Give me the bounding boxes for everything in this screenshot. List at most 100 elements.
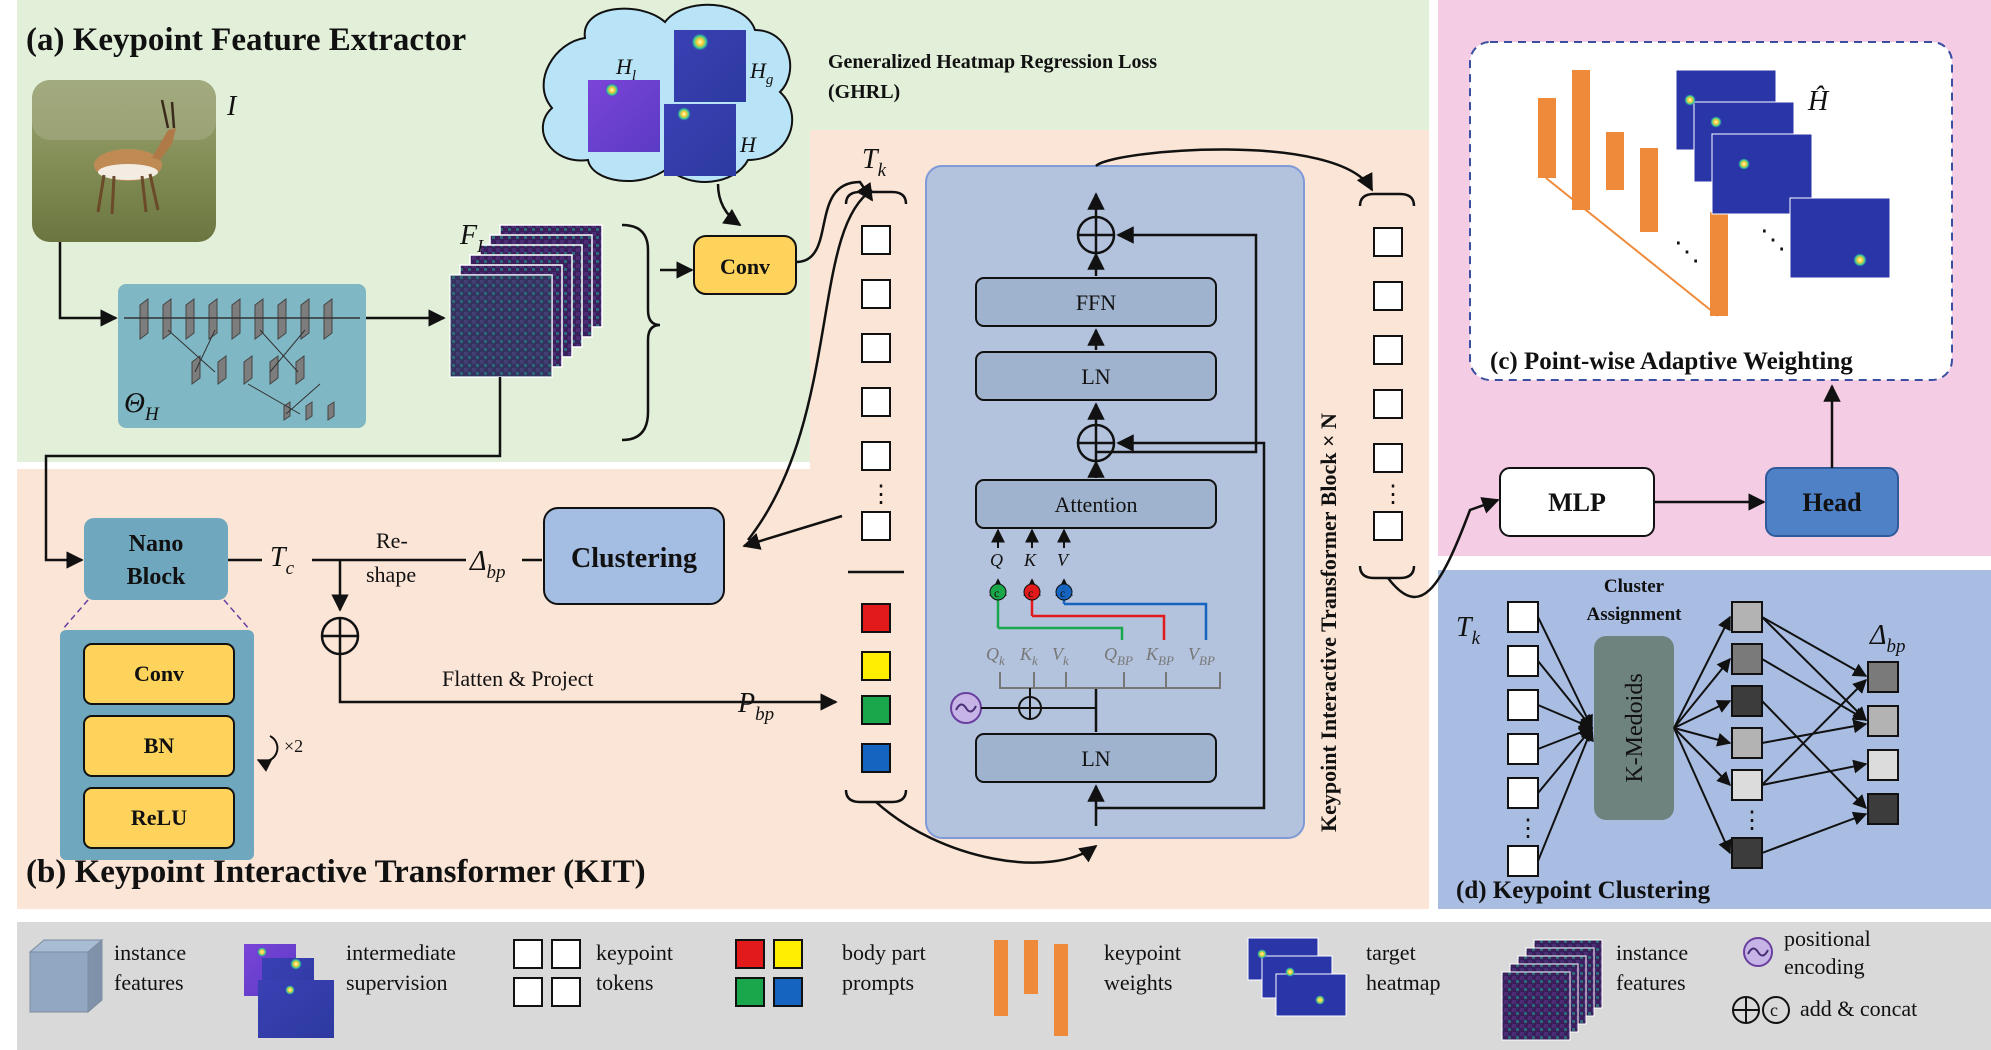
panel-d-tk-label: Tk xyxy=(1456,612,1481,649)
kbp-label: KBP xyxy=(1145,644,1174,668)
kmedoids-label: K-Medoids xyxy=(1622,673,1648,782)
cluster-merge-arrows xyxy=(1761,616,1868,854)
h-hat-label: Ĥ xyxy=(1807,86,1830,117)
legend-concat-symbol: c xyxy=(1770,1000,1778,1020)
conv-label: Conv xyxy=(720,254,770,279)
cluster-input-dots: ⋮ xyxy=(1516,816,1540,842)
legend-label-2a: intermediate xyxy=(346,940,456,965)
legend-label-6a: target xyxy=(1366,940,1416,965)
legend-label-7b: features xyxy=(1616,970,1686,995)
legend-add-concat-icon xyxy=(1732,996,1790,1024)
arrow-cloud-to-conv xyxy=(716,183,742,227)
legend: instance features intermediate supervisi… xyxy=(28,926,1917,1041)
clustering-label: Clustering xyxy=(571,543,697,574)
arrow-output-to-mlp xyxy=(1387,497,1500,599)
features-label: FI xyxy=(459,220,484,256)
heatmap-dots: ⋱ xyxy=(1760,225,1786,254)
concat-nodes xyxy=(989,578,1073,628)
token-dots: ⋮ xyxy=(869,482,893,508)
ffn-label: FFN xyxy=(1076,290,1116,315)
qkv-arrows xyxy=(991,528,1071,548)
legend-label-8a: positional xyxy=(1784,926,1871,951)
output-column-top-brace xyxy=(1358,192,1416,207)
concat-symbol-k: c xyxy=(1028,586,1033,600)
qk-label: Qk xyxy=(986,644,1005,668)
conv-box xyxy=(693,235,797,295)
legend-label-3b: tokens xyxy=(596,970,653,995)
transformer-output-curve xyxy=(1095,148,1374,192)
output-token-column xyxy=(1373,227,1403,541)
arrow-image-to-backbone xyxy=(58,242,118,327)
v-bp-line xyxy=(1064,602,1208,640)
arrow-tokens-to-transformer xyxy=(875,801,1098,864)
tc-label: Tc xyxy=(270,542,295,579)
k-label: K xyxy=(1023,550,1037,570)
attention-label: Attention xyxy=(1054,492,1137,517)
head-label: Head xyxy=(1802,488,1862,517)
output-column-bottom-brace xyxy=(1358,565,1416,580)
legend-label-8b: encoding xyxy=(1784,954,1865,979)
nano-relu-layer xyxy=(83,787,235,849)
ghrl-loss-label: Generalized Heatmap Regression Loss xyxy=(828,51,1157,73)
ln-bottom-label: LN xyxy=(1081,746,1110,771)
legend-label-4a: body part xyxy=(842,940,926,965)
nano-expand-right xyxy=(223,599,251,631)
v-label: V xyxy=(1057,550,1070,570)
cluster-input-tokens xyxy=(1507,601,1539,877)
backbone-network xyxy=(118,284,366,428)
prompt-yellow xyxy=(861,651,891,681)
weights-dots: ⋱ xyxy=(1674,237,1700,266)
prompt-blue xyxy=(861,743,891,773)
legend-label-5a: keypoint xyxy=(1104,940,1181,965)
arrow-tokens-to-clustering xyxy=(742,514,843,550)
ln-top-label: LN xyxy=(1081,364,1110,389)
nano-expand-left xyxy=(61,599,89,631)
legend-instance-feature-stack-icon xyxy=(1501,939,1603,1041)
legend-positional-encoding-icon xyxy=(1743,937,1773,967)
qbp-label: QBP xyxy=(1104,644,1133,668)
pbp-label: Pbp xyxy=(737,688,774,725)
panel-d-delta-label: Δbp xyxy=(1869,620,1905,657)
cluster-assignment-line1: Cluster xyxy=(1604,576,1665,597)
kk-label: Kk xyxy=(1019,644,1038,668)
panel-c-dashed-box xyxy=(1469,41,1953,381)
cluster-output-arrows xyxy=(1673,615,1732,855)
nano-block xyxy=(84,518,228,600)
ln-top-box xyxy=(975,351,1217,401)
reshape-line1: Re- xyxy=(376,528,408,553)
legend-instance-cube-icon xyxy=(28,938,104,1014)
arrow-conv-to-tokens xyxy=(795,180,874,264)
legend-target-heatmap-icon xyxy=(1247,937,1347,1017)
legend-weights-icon xyxy=(994,940,1068,1036)
ghrl-loss-acronym: (GHRL) xyxy=(828,81,900,103)
clustering-box xyxy=(543,507,725,605)
flatten-project-line xyxy=(338,654,838,711)
transformer-flow xyxy=(1087,192,1266,826)
cluster-assigned-tokens xyxy=(1731,601,1763,869)
positional-encoding-wave xyxy=(955,703,977,713)
concat-symbol-v: c xyxy=(1060,586,1065,600)
transformer-block-vertical-label: Keypoint Interactive Transformer Block ×… xyxy=(1316,413,1341,832)
instance-feature-stack xyxy=(449,224,603,378)
kmedoids-box xyxy=(1594,636,1674,820)
legend-label-5b: weights xyxy=(1104,970,1172,995)
nano-block-line1: Nano xyxy=(129,531,184,557)
q-label: Q xyxy=(990,550,1003,570)
nano-conv-label: Conv xyxy=(134,661,184,686)
cluster-assignment-line2: Assignment xyxy=(1586,604,1682,625)
panel-d-title: (d) Keypoint Clustering xyxy=(1456,877,1711,904)
legend-prompt-icon xyxy=(735,939,803,1007)
ln-bottom-box xyxy=(975,733,1217,783)
heatmap-h-label: H xyxy=(739,132,757,157)
legend-label-2b: supervision xyxy=(346,970,447,995)
features-brace xyxy=(621,223,661,442)
legend-label-1b: features xyxy=(114,970,184,995)
tk-label: Tk xyxy=(862,144,887,181)
weight-bars-baseline xyxy=(1545,177,1719,317)
vbp-label: VBP xyxy=(1188,644,1215,668)
k-bp-line xyxy=(1032,614,1166,640)
delta-bp-label: Δbp xyxy=(469,546,505,583)
repeat-loop-icon xyxy=(256,735,279,772)
reshape-line2: shape xyxy=(366,562,416,587)
projection-bracket xyxy=(999,672,1221,689)
